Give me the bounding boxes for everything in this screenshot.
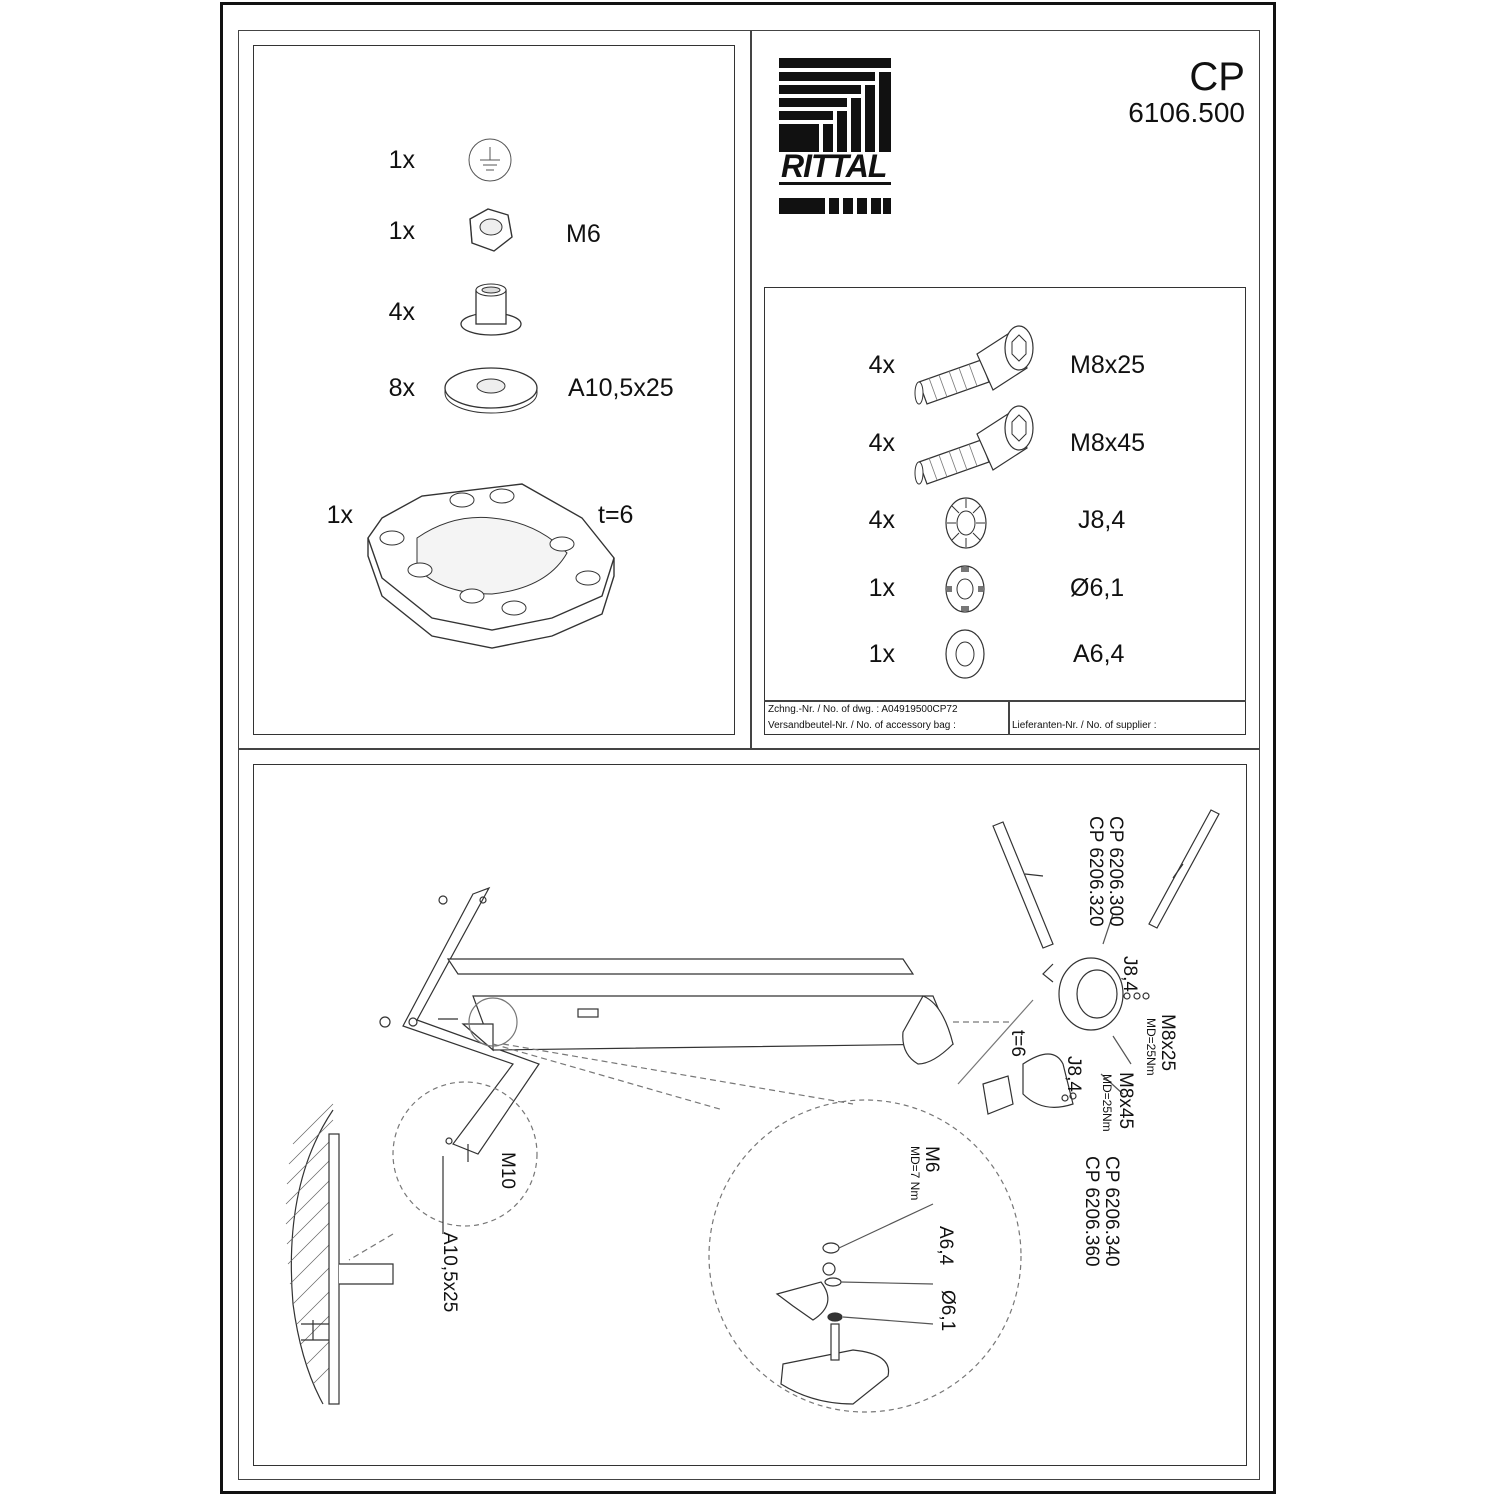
vertical-divider — [750, 30, 752, 748]
part-label: J8,4 — [1078, 506, 1126, 534]
label-a64: A6,4 — [935, 1226, 956, 1266]
sheet-border — [238, 30, 1260, 1480]
part-qty: 4x — [868, 429, 895, 457]
label-cp-bottom-2: CP 6206.360 — [1081, 1156, 1102, 1267]
label-md25-a: MD=25Nm — [1144, 1018, 1158, 1076]
accessory-bag-number: Versandbeutel-Nr. / No. of accessory bag… — [768, 720, 956, 731]
supplier-number: Lieferanten-Nr. / No. of supplier : — [1012, 720, 1157, 731]
assembly-drawing — [285, 809, 1220, 1413]
label-t6: t=6 — [1007, 1030, 1028, 1057]
assembly-panel — [253, 764, 1247, 1466]
rittal-logo-text: RITTAL — [781, 148, 887, 184]
hex-nut-icon — [469, 208, 513, 252]
part-qty: 1x — [868, 574, 895, 602]
label-cp-top-2: CP 6206.320 — [1085, 816, 1106, 927]
label-d61: Ø6,1 — [937, 1290, 958, 1332]
part-label: Ø6,1 — [1070, 574, 1125, 602]
part-label: M8x25 — [1070, 351, 1146, 379]
drawing-frame — [220, 2, 1276, 1494]
part-qty: 1x — [388, 146, 415, 174]
part-label: M6 — [566, 220, 601, 248]
footer-split — [1008, 700, 1010, 735]
contact-washer-icon — [945, 565, 985, 613]
flat-washer-icon — [945, 629, 985, 679]
product-code: CP — [1189, 55, 1245, 99]
socket-screw-long-icon — [914, 405, 1034, 485]
horizontal-divider — [238, 748, 1260, 750]
part-label: t=6 — [598, 501, 634, 529]
part-qty: 1x — [388, 217, 415, 245]
part-qty: 1x — [868, 640, 895, 668]
part-label: M8x45 — [1070, 429, 1146, 457]
right-parts-panel — [764, 287, 1246, 735]
label-j84-bottom: J8,4 — [1063, 1056, 1084, 1092]
part-qty: 4x — [868, 506, 895, 534]
drawing-number: Zchng.-Nr. / No. of dwg. : A04919500CP72 — [768, 704, 958, 715]
label-md25-b: MD=25Nm — [1100, 1074, 1114, 1132]
serrated-washer-icon — [945, 497, 987, 549]
label-m6: M6 — [921, 1146, 942, 1173]
label-m8x25: M8x25 — [1157, 1014, 1178, 1072]
part-label: A10,5x25 — [568, 374, 674, 402]
label-cp-top-1: CP 6206.300 — [1105, 816, 1126, 927]
base-plate-icon — [367, 483, 615, 649]
bushing-icon — [460, 283, 522, 336]
label-m10: M10 — [497, 1152, 518, 1189]
part-qty: 1x — [326, 501, 353, 529]
label-cp-bottom-1: CP 6206.340 — [1101, 1156, 1122, 1267]
earth-symbol-icon — [468, 138, 512, 182]
rittal-logo — [779, 58, 891, 214]
part-label: A6,4 — [1073, 640, 1125, 668]
left-parts-panel — [253, 45, 735, 735]
washer-icon — [444, 367, 538, 414]
label-md7: MD=7 Nm — [908, 1146, 922, 1201]
socket-screw-icon — [914, 325, 1034, 405]
label-a105x25: A10,5x25 — [439, 1232, 460, 1313]
part-qty: 4x — [868, 351, 895, 379]
label-j84-top: J8,4 — [1119, 956, 1140, 992]
part-qty: 4x — [388, 298, 415, 326]
product-number: 6106.500 — [1128, 97, 1245, 128]
part-qty: 8x — [388, 374, 415, 402]
footer-divider — [764, 700, 1246, 702]
label-m8x45: M8x45 — [1115, 1072, 1136, 1130]
